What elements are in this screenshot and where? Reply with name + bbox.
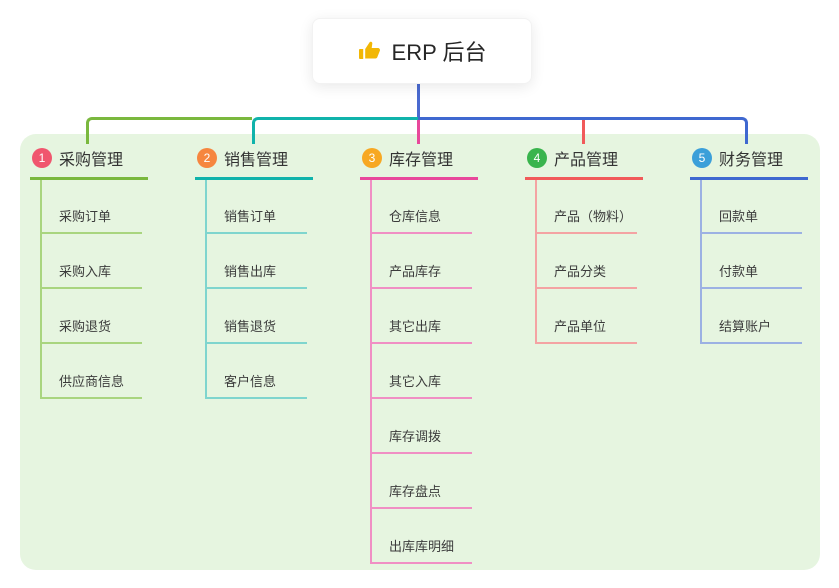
child-label: 出库库明细: [389, 539, 455, 554]
child-node[interactable]: 采购退货: [42, 289, 142, 344]
child-node[interactable]: 产品分类: [537, 234, 637, 289]
branch-number-badge: 2: [197, 148, 217, 168]
branch-number-badge: 5: [692, 148, 712, 168]
child-label: 库存盘点: [389, 484, 442, 499]
branches-panel: [20, 134, 820, 570]
child-label: 供应商信息: [59, 374, 125, 389]
branch-header-3[interactable]: 3 库存管理: [360, 146, 478, 180]
branch-children: 销售订单销售出库销售退货客户信息: [205, 180, 307, 399]
branch-2: 2 销售管理销售订单销售出库销售退货客户信息: [195, 146, 313, 399]
child-label: 其它出库: [389, 319, 442, 334]
child-label: 产品分类: [554, 264, 607, 279]
child-node[interactable]: 其它入库: [372, 344, 472, 399]
drop-inventory: [417, 120, 420, 144]
branch-header-5[interactable]: 5 财务管理: [690, 146, 808, 180]
root-title: ERP 后台: [391, 40, 487, 65]
child-label: 采购入库: [59, 264, 112, 279]
child-label: 销售出库: [224, 264, 277, 279]
child-node[interactable]: 库存盘点: [372, 454, 472, 509]
drop-product: [582, 120, 585, 144]
child-node[interactable]: 采购入库: [42, 234, 142, 289]
child-label: 采购退货: [59, 319, 112, 334]
child-label: 付款单: [719, 264, 759, 279]
child-label: 采购订单: [59, 209, 112, 224]
branch-children: 采购订单采购入库采购退货供应商信息: [40, 180, 142, 399]
child-node[interactable]: 销售退货: [207, 289, 307, 344]
branch-children: 回款单付款单结算账户: [700, 180, 802, 344]
branch-1: 1 采购管理采购订单采购入库采购退货供应商信息: [30, 146, 148, 399]
child-label: 产品单位: [554, 319, 607, 334]
rail-segment-sales: [252, 117, 418, 144]
child-label: 库存调拨: [389, 429, 442, 444]
branch-header-4[interactable]: 4 产品管理: [525, 146, 643, 180]
branch-label: 采购管理: [59, 152, 124, 169]
child-node[interactable]: 销售订单: [207, 180, 307, 234]
root-node-erp[interactable]: ERP 后台: [312, 18, 532, 84]
rail-segment-purchase: [86, 117, 252, 144]
child-node[interactable]: 付款单: [702, 234, 802, 289]
branch-label: 产品管理: [554, 152, 619, 169]
branch-3: 3 库存管理仓库信息产品库存其它出库其它入库库存调拨库存盘点出库库明细: [360, 146, 478, 564]
branch-label: 销售管理: [224, 152, 289, 169]
child-node[interactable]: 产品库存: [372, 234, 472, 289]
child-label: 产品（物料）: [554, 209, 633, 224]
child-node[interactable]: 供应商信息: [42, 344, 142, 399]
child-label: 销售退货: [224, 319, 277, 334]
branch-number-badge: 1: [32, 148, 52, 168]
child-node[interactable]: 结算账户: [702, 289, 802, 344]
child-label: 销售订单: [224, 209, 277, 224]
branch-children: 产品（物料） 产品分类产品单位: [535, 180, 637, 344]
child-node[interactable]: 其它出库: [372, 289, 472, 344]
branch-label: 财务管理: [719, 152, 784, 169]
child-label: 客户信息: [224, 374, 277, 389]
child-node[interactable]: 仓库信息: [372, 180, 472, 234]
branch-header-1[interactable]: 1 采购管理: [30, 146, 148, 180]
branch-5: 5 财务管理回款单付款单结算账户: [690, 146, 808, 344]
child-node[interactable]: 出库库明细: [372, 509, 472, 564]
child-node[interactable]: 客户信息: [207, 344, 307, 399]
child-label: 其它入库: [389, 374, 442, 389]
child-label: 回款单: [719, 209, 759, 224]
trunk-line: [417, 84, 420, 120]
child-node[interactable]: 采购订单: [42, 180, 142, 234]
child-label: 产品库存: [389, 264, 442, 279]
branch-number-badge: 4: [527, 148, 547, 168]
child-node[interactable]: 销售出库: [207, 234, 307, 289]
rail-segment-finance: [418, 117, 748, 144]
branch-children: 仓库信息产品库存其它出库其它入库库存调拨库存盘点出库库明细: [370, 180, 472, 564]
branch-header-2[interactable]: 2 销售管理: [195, 146, 313, 180]
branch-4: 4 产品管理产品（物料） 产品分类产品单位: [525, 146, 643, 344]
thumbs-up-icon: [358, 39, 382, 63]
branch-number-badge: 3: [362, 148, 382, 168]
child-node[interactable]: 回款单: [702, 180, 802, 234]
child-node[interactable]: 库存调拨: [372, 399, 472, 454]
branch-label: 库存管理: [389, 152, 454, 169]
child-label: 仓库信息: [389, 209, 442, 224]
child-node[interactable]: 产品（物料）: [537, 180, 637, 234]
child-node[interactable]: 产品单位: [537, 289, 637, 344]
child-label: 结算账户: [719, 319, 772, 334]
